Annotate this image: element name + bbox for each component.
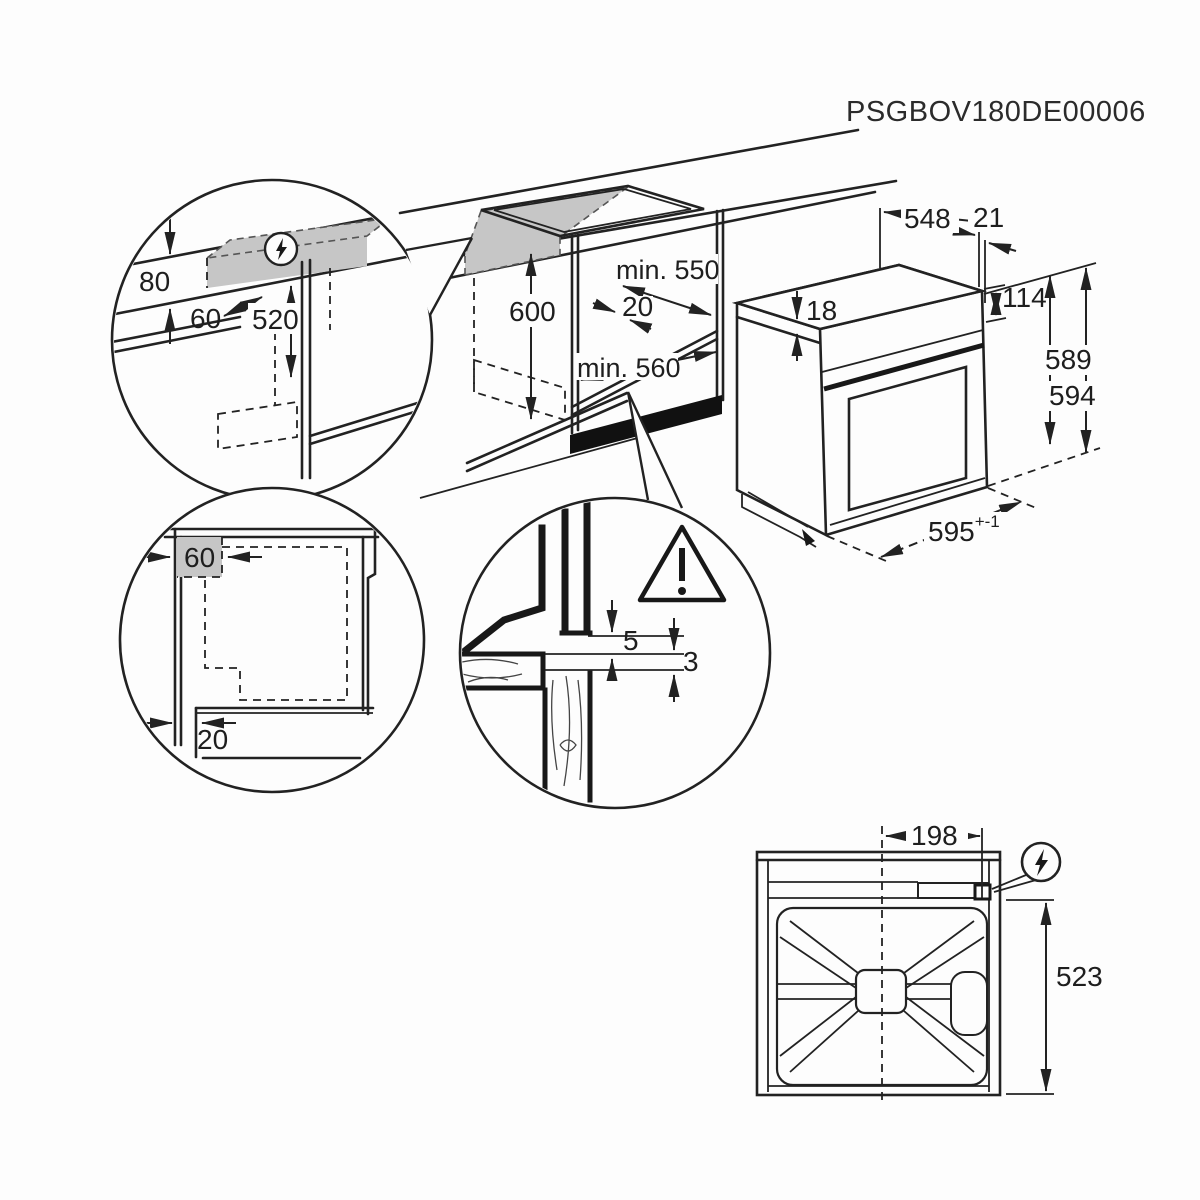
connection-detail-content: 80 60 520 <box>114 205 430 480</box>
door-bottom-line <box>829 477 986 526</box>
front-gap-detail-content: 5 3 <box>462 500 727 803</box>
control-panel-line <box>821 329 984 373</box>
rear-dimensions: 198 523 <box>885 820 1103 1095</box>
oven-foot-pad <box>802 529 815 546</box>
base-rail-bottom <box>465 399 629 473</box>
dim-niche-depth: min. 550 <box>616 255 720 285</box>
dim-connection-offset: 60 <box>190 303 221 334</box>
dim-side-front-edge: 60 <box>184 542 215 573</box>
dim-niche-height: 600 <box>509 296 556 327</box>
dim-oven-top-inset: 18 <box>806 295 837 326</box>
oven-rear-view: 198 523 <box>755 820 1103 1104</box>
rear-panel-braces <box>777 920 985 1073</box>
kitchen-scene: 600 min. 550 20 min. 560 <box>298 128 898 499</box>
detail-circle-connection <box>110 178 434 502</box>
callout-wedge-connection-outline <box>405 236 474 316</box>
callout-wedge-front-gap-outline <box>626 391 684 509</box>
oven-door-window <box>847 365 968 512</box>
dim-side-plinth-recess: 20 <box>197 724 228 755</box>
hidden-slab-dashed <box>473 358 566 422</box>
dim-front-gap-upper: 5 <box>623 625 639 656</box>
hob-cutout-outer <box>480 184 705 238</box>
dim-connection-height: 80 <box>139 266 170 297</box>
dim-oven-front-overhang: 21 <box>973 202 1004 233</box>
base-rail-top <box>465 391 629 465</box>
dim-oven-height-total: 594 <box>1049 380 1096 411</box>
dim-oven-depth: 548 <box>904 203 951 234</box>
warning-icon <box>637 524 727 603</box>
dim-connection-drop: 520 <box>252 304 299 335</box>
connection-slab-top <box>204 216 393 260</box>
detail-circle-side <box>118 486 426 794</box>
hob-cutout-inner <box>493 188 692 233</box>
oven-top-slab-left <box>735 315 822 345</box>
drawing-code: PSGBOV180DE00006 <box>846 96 1146 128</box>
dim-rear-connection-offset: 198 <box>911 820 958 851</box>
rear-power-connection-icon <box>991 841 1062 893</box>
oven-top-dimensions: 548 21 <box>879 202 1017 303</box>
worktop-back-edge <box>398 128 860 215</box>
dim-niche-width: min. 560 <box>577 353 681 383</box>
panel-height-dimension: 114 <box>983 282 1047 323</box>
dim-oven-height-body: 589 <box>1045 344 1092 375</box>
oven-isometric: 548 21 18 114 589 594 <box>732 202 1101 562</box>
side-detail-content: 60 20 <box>136 527 386 760</box>
detail-circle-front-gap <box>458 496 772 810</box>
side-edge-shaded <box>177 537 222 577</box>
plinth-recess <box>570 395 722 454</box>
power-connection-icon <box>263 231 299 267</box>
oven-foot-top <box>747 491 809 528</box>
rear-panel-right-recess <box>950 971 988 1036</box>
dim-front-gap-lower: 3 <box>683 646 699 677</box>
callout-wedge-connection <box>406 238 472 315</box>
dim-oven-width: 595+-1 <box>928 512 1000 547</box>
oven-top-face <box>732 263 987 331</box>
oven-width-dimension: 595+-1 <box>826 487 1037 562</box>
niche-dimensions: 600 min. 550 20 min. 560 <box>505 253 720 420</box>
oven-height-dimensions: 589 594 <box>983 262 1101 487</box>
oven-top-inset-dimension: 18 <box>791 291 837 361</box>
dim-niche-rear-gap: 20 <box>622 291 653 322</box>
control-panel-base <box>823 342 985 392</box>
floor-line <box>419 435 646 499</box>
dim-rear-height: 523 <box>1056 961 1103 992</box>
rear-panel-center-pad <box>854 968 908 1015</box>
